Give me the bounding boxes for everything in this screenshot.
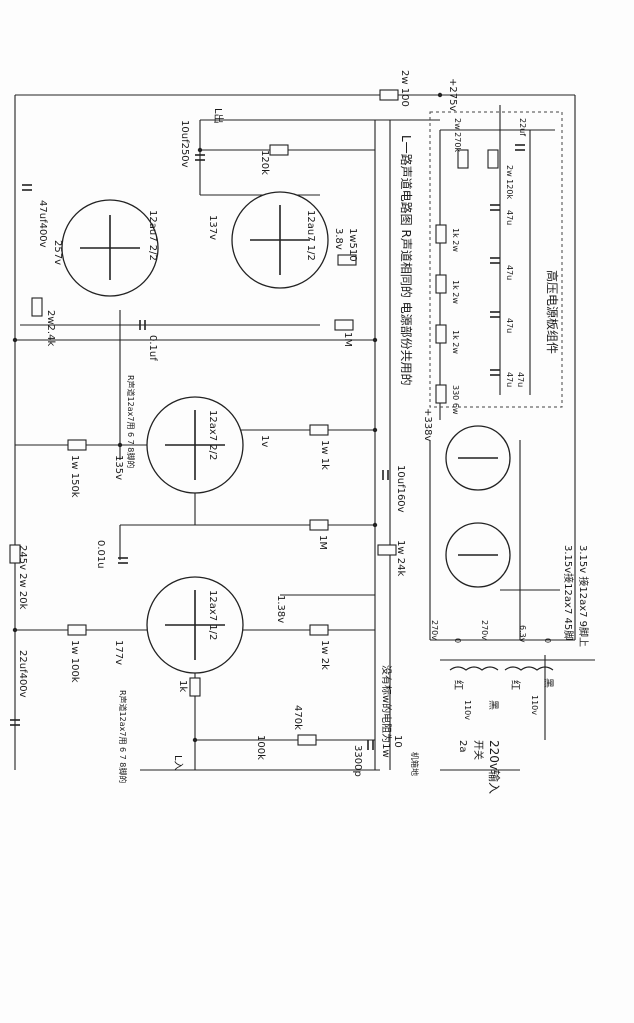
- psu-c4-label: 47u: [505, 318, 514, 333]
- rectifier-tube-a: [445, 425, 511, 491]
- r-470k-label: 470k: [292, 705, 303, 730]
- labels: +275v 2w 100 L出 10uf250v 120k 137v 3.8v …: [17, 70, 590, 794]
- psu-c3-label: 47u: [505, 265, 514, 280]
- r-k510-label: 1w510: [347, 228, 358, 262]
- tube-label: 12au7 1/2: [305, 210, 316, 261]
- psu-title: 高压电源板组件: [545, 270, 560, 354]
- power-transformer: [440, 666, 554, 771]
- side-title: L一路声道电路图 R声道相同的 电源部份共用的: [399, 135, 414, 386]
- tube-label: 12au7 2/2: [147, 210, 158, 261]
- tube-12ax7-a: 12ax7 2/2: [146, 396, 244, 494]
- resistors: [9, 89, 499, 746]
- tube-label: 12ax7 1/2: [207, 590, 218, 640]
- v257-label: 257v: [52, 240, 63, 265]
- c-47uf400-label: 47uf400v: [37, 200, 48, 248]
- l-out-label: L出: [212, 108, 225, 124]
- r-2k-label: 1w 2k: [319, 640, 330, 670]
- tube-12ax7-b: 12ax7 1/2: [146, 576, 244, 674]
- v338-label: +338v: [422, 408, 433, 441]
- r-100k-label: 1w 100k: [69, 640, 80, 683]
- c-001u-label: 0.01u: [95, 540, 106, 569]
- switch-label: 开关: [472, 740, 485, 760]
- note-r-channel-2: R声道12ax7用 6 7 8脚的: [118, 690, 128, 783]
- fuse-label: 2a: [457, 740, 468, 753]
- psu-r2-label: 2w 120k: [505, 165, 514, 199]
- psu-c6-label: 47u: [516, 372, 525, 387]
- v135-label: 135v: [113, 455, 124, 480]
- note-1w: 没有标w的电阻为1w: [380, 665, 393, 758]
- r-1k-g-label: 1w 1k: [319, 440, 330, 470]
- tube-12au7-a: 12au7 2/2: [61, 199, 159, 297]
- tube-label: 12ax7 2/2: [207, 410, 218, 460]
- r-1k-in-label: 1k: [177, 680, 188, 692]
- c-01uf-label: 0.1uf: [147, 335, 158, 361]
- v110a-label: 110v: [463, 700, 472, 720]
- tube-12au7-b: 12au7 1/2: [231, 191, 329, 289]
- b-plus-label: +275v: [447, 78, 458, 111]
- v1-label: 1v: [259, 435, 270, 447]
- psu-c5-label: 47u: [505, 372, 514, 387]
- psu-c2-label: 47u: [505, 210, 514, 225]
- red-2-label: 红: [509, 680, 522, 690]
- psu-r3-label: 1k 2w: [451, 228, 460, 252]
- tv-0a-label: 0: [453, 638, 462, 643]
- c-22uf400-label: 22uf400v: [17, 650, 28, 698]
- c-10uf160-label: 10uf160v: [395, 465, 406, 513]
- r-1m-a-label: 1M: [342, 332, 353, 347]
- psu-c1-label: 22uf: [518, 118, 527, 136]
- tv-b-label: 270v: [480, 620, 489, 640]
- junctions: [12, 92, 443, 743]
- psu-r6-label: 330 6w: [451, 385, 460, 415]
- tv-c-label: 6.3v: [518, 625, 527, 643]
- input-label: L入: [172, 755, 183, 771]
- red-1-label: 红: [452, 680, 465, 690]
- pot-100k-label: 100k: [255, 735, 266, 760]
- tv-0b-label: 0: [543, 638, 552, 643]
- black-1-label: 黑: [487, 700, 499, 710]
- c-10-label: 10: [392, 735, 403, 748]
- tv-a-label: 270v: [430, 620, 439, 640]
- v110b-label: 110v: [530, 695, 539, 715]
- v138-label: 1.38v: [275, 595, 286, 623]
- psu-r5-label: 1k 2w: [451, 330, 460, 354]
- r-out-label: 120k: [259, 150, 270, 175]
- c-out-label: 10uf250v: [179, 120, 190, 168]
- black-2-label: 黑: [542, 678, 554, 688]
- heater-1-label: 3.15v接12ax7 45脚: [562, 545, 575, 640]
- ground-label: 机箱地: [410, 752, 420, 776]
- psu-r4-label: 1k 2w: [451, 280, 460, 304]
- rectifier-tube-b: [445, 522, 511, 588]
- v245-label: 245v 2w 20k: [17, 545, 28, 610]
- psu-board-outline: [429, 111, 563, 408]
- heater-2-label: 3.15v 接12ax7 9脚上: [577, 545, 590, 647]
- v38-label: 3.8v: [333, 228, 344, 250]
- v137-label: 137v: [207, 215, 218, 240]
- r-24k-b-label: 1w 24k: [395, 540, 406, 576]
- capacitors: [10, 144, 525, 750]
- psu-r1-label: 2w 270k: [453, 118, 462, 152]
- r-1m-b-label: 1M: [317, 535, 328, 550]
- r-top-label: 2w 100: [399, 70, 410, 107]
- v177-label: 177v: [113, 640, 124, 665]
- r-150k-label: 1w 150k: [69, 455, 80, 498]
- mains-label: 220v输入: [487, 740, 502, 794]
- note-r-channel: R声道12ax7用 6 7 8脚的: [126, 375, 136, 468]
- c-3300p-label: 3300p: [352, 745, 363, 777]
- r-24k-label: 2w2.4k: [45, 310, 56, 346]
- wiring: [14, 94, 595, 771]
